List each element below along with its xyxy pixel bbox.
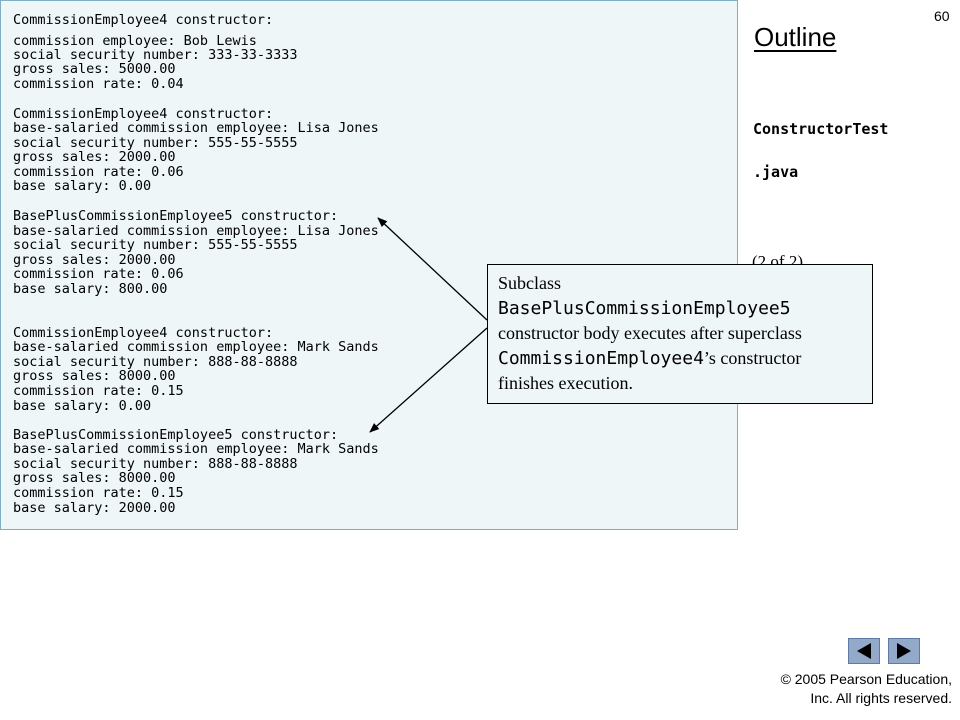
output-line: gross sales: 8000.00	[13, 368, 176, 384]
outline-title: Outline	[754, 22, 837, 52]
callout-text: ’s constructor	[703, 348, 802, 368]
output-line: BasePlusCommissionEmployee5 constructor:	[13, 208, 339, 224]
triangle-right-icon	[897, 643, 911, 659]
output-line: social security number: 555-55-5555	[13, 135, 298, 151]
copyright-line: Inc. All rights reserved.	[810, 690, 952, 706]
callout-code-superclass: CommissionEmployee4	[498, 348, 704, 369]
output-line: base-salaried commission employee: Lisa …	[13, 223, 379, 239]
output-line: CommissionEmployee4 constructor:	[13, 106, 274, 122]
output-line: base-salaried commission employee: Mark …	[13, 339, 379, 355]
callout-line: Subclass	[498, 273, 561, 293]
output-line: CommissionEmployee4 constructor:	[13, 12, 274, 28]
triangle-left-icon	[857, 643, 871, 659]
callout-code-subclass: BasePlusCommissionEmployee5	[498, 298, 791, 319]
copyright-line: © 2005 Pearson Education,	[780, 671, 952, 687]
callout-line: constructor body executes after supercla…	[498, 323, 802, 343]
output-line: commission rate: 0.06	[13, 164, 184, 180]
output-line: gross sales: 8000.00	[13, 470, 176, 486]
previous-slide-button[interactable]	[848, 638, 880, 664]
callout-line: CommissionEmployee4’s constructor	[498, 346, 864, 371]
next-slide-button[interactable]	[888, 638, 920, 664]
output-line: gross sales: 5000.00	[13, 61, 176, 77]
output-line: gross sales: 2000.00	[13, 149, 176, 165]
output-line: base-salaried commission employee: Mark …	[13, 441, 379, 457]
output-line: commission rate: 0.06	[13, 266, 184, 282]
copyright-notice: © 2005 Pearson Education, Inc. All right…	[781, 670, 952, 708]
output-line: base-salaried commission employee: Lisa …	[13, 120, 379, 136]
output-line: commission employee: Bob Lewis	[13, 33, 257, 49]
output-line: social security number: 555-55-5555	[13, 237, 298, 253]
output-line: commission rate: 0.15	[13, 485, 184, 501]
output-line: social security number: 333-33-3333	[13, 47, 298, 63]
file-name-line2: .java	[753, 163, 799, 181]
output-line: base salary: 800.00	[13, 281, 168, 297]
output-line: base salary: 0.00	[13, 398, 152, 414]
output-line: BasePlusCommissionEmployee5 constructor:	[13, 427, 339, 443]
output-line: social security number: 888-88-8888	[13, 456, 298, 472]
slide-number: 60	[934, 8, 950, 24]
output-line: base salary: 2000.00	[13, 500, 176, 516]
explanation-callout: Subclass BasePlusCommissionEmployee5 con…	[487, 264, 873, 404]
file-name-line1: ConstructorTest	[753, 120, 889, 138]
callout-line: finishes execution.	[498, 373, 633, 393]
output-line: commission rate: 0.15	[13, 383, 184, 399]
output-line: CommissionEmployee4 constructor:	[13, 325, 274, 341]
output-line: gross sales: 2000.00	[13, 252, 176, 268]
output-line: commission rate: 0.04	[13, 76, 184, 92]
output-line: base salary: 0.00	[13, 178, 152, 194]
output-line: social security number: 888-88-8888	[13, 354, 298, 370]
